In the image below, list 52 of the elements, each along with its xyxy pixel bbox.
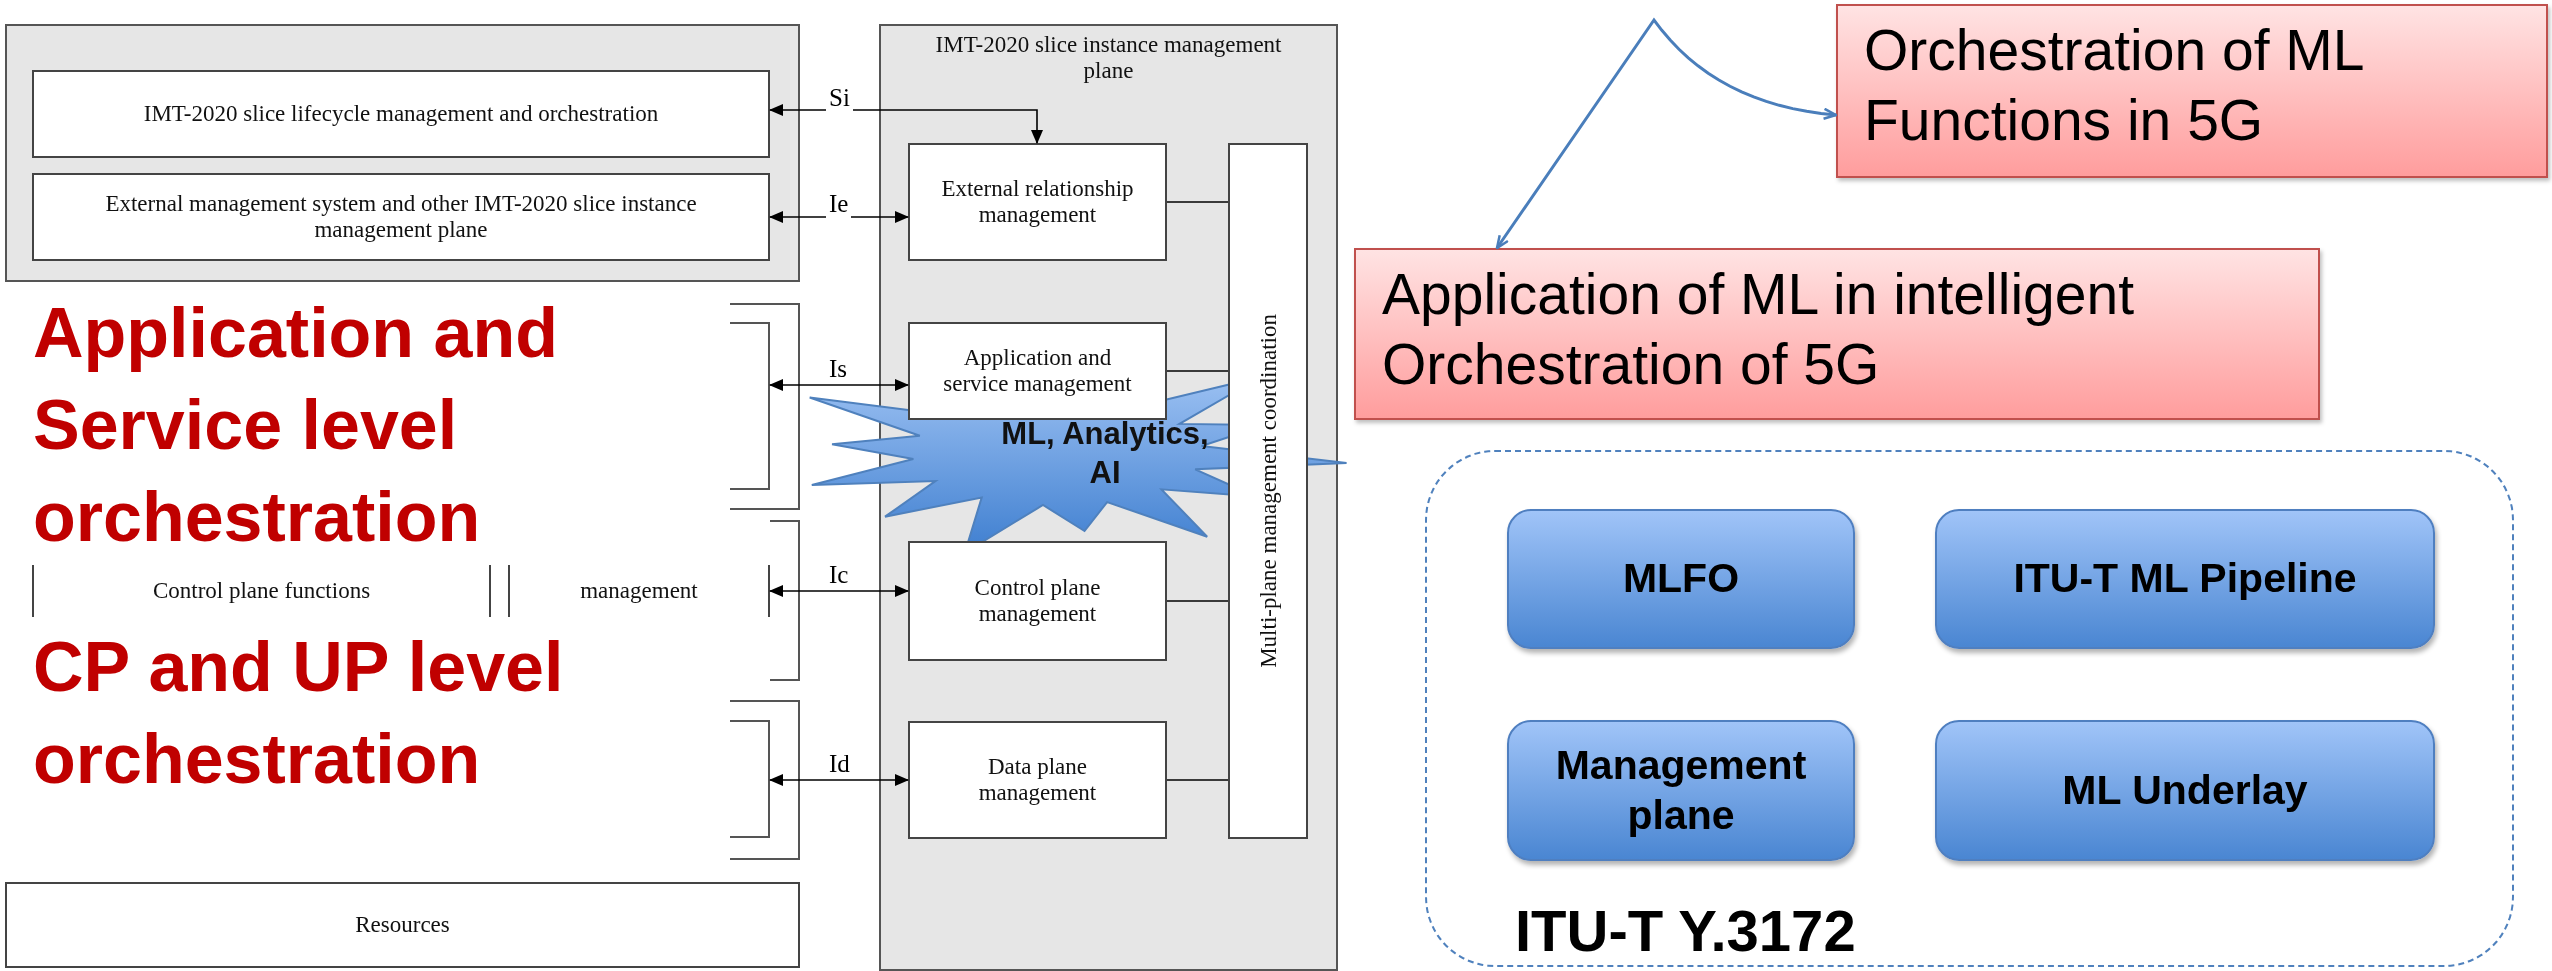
process-box [908, 322, 1167, 420]
connector-line [1166, 600, 1229, 602]
arrow [1495, 17, 1838, 250]
starburst-text: ML, Analytics, AI [1000, 415, 1210, 492]
group-container [1425, 450, 2514, 967]
panel [730, 303, 800, 510]
box-label: External relationship management [940, 175, 1135, 229]
process-bar [1228, 143, 1308, 839]
process-box [1507, 509, 1855, 649]
connector-line [1166, 370, 1229, 372]
process-box [1935, 509, 2435, 649]
process-box [1935, 720, 2435, 861]
callout-text: Application of ML in intelligent Orchestration of 5G [1382, 261, 2135, 398]
box-label: Control plane functions [152, 577, 371, 605]
process-box [5, 882, 800, 968]
panel [770, 520, 800, 681]
box-label: ITU-T ML Pipeline [2012, 554, 2358, 604]
connector-line [1166, 779, 1229, 781]
box-label: Resources [354, 911, 451, 939]
panel [730, 720, 770, 838]
arrow [769, 585, 909, 597]
panel-title: IMT-2020 slice instance management plane [934, 32, 1283, 85]
callout-text: Application and Service level orchestration [33, 293, 559, 558]
box-label: External management system and other IMT-2020 slice instance management plane [104, 190, 698, 244]
callout-box [1354, 248, 2320, 420]
box-label: ML Underlay [2061, 765, 2309, 815]
process-box [908, 143, 1167, 261]
process-box [32, 70, 770, 158]
box-label: Data plane management [977, 753, 1098, 807]
panel [5, 24, 800, 282]
panel [879, 24, 1338, 971]
connector-line [1166, 201, 1229, 203]
panel [730, 700, 800, 860]
box-label: MLFO [1621, 554, 1741, 604]
box-label: Multi-plane management coordination [1256, 314, 1280, 668]
process-box [908, 541, 1167, 661]
box-label: Management plane [1554, 741, 1808, 840]
arrow [769, 774, 909, 786]
process-box [32, 173, 770, 261]
callout-box [1836, 4, 2548, 178]
process-box [1507, 720, 1855, 861]
container-title: ITU-T Y.3172 [1515, 899, 1856, 963]
arrow [769, 104, 1043, 144]
callout-text: CP and UP level orchestration [33, 627, 565, 800]
box-label: management [580, 577, 698, 605]
box-label: Application and service management [942, 344, 1133, 398]
arrow [769, 379, 909, 391]
process-box [908, 721, 1167, 839]
box-label: IMT-2020 slice lifecycle management and orchestration [142, 100, 660, 128]
panel [730, 322, 770, 490]
callout-text: Orchestration of ML Functions in 5G [1864, 17, 2364, 154]
box-label: Control plane management [973, 574, 1102, 628]
